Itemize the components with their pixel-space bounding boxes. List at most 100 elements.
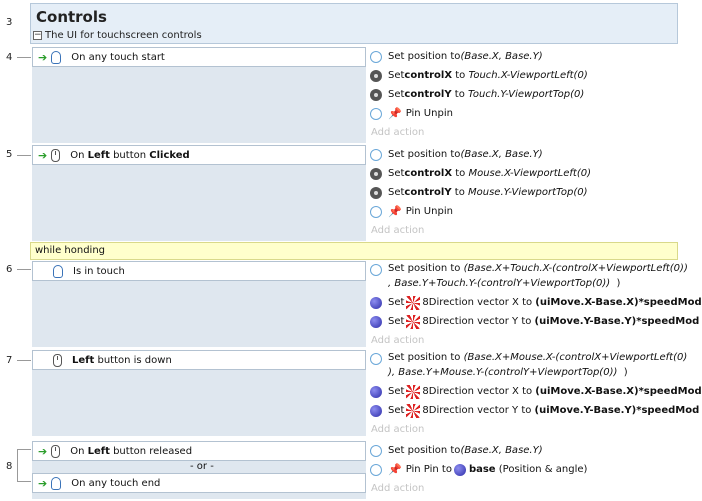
line-number: 7 (6, 355, 13, 366)
add-action-link[interactable]: Add action (371, 335, 425, 346)
action-row[interactable]: 📌 Pin Unpin (367, 202, 678, 221)
action-expr: Mouse.X-ViewportLeft(0) (468, 168, 592, 179)
action-expr: Touch.X-ViewportLeft(0) (468, 70, 588, 81)
sphere-icon (370, 296, 382, 309)
condition-row[interactable]: ➔ On any touch end (32, 473, 366, 493)
action-row[interactable]: Set 8Direction vector Y to (uiMove.Y-Bas… (367, 312, 699, 331)
actions-block[interactable]: Set position to (Base.X, Base.Y) Set con… (367, 47, 678, 143)
gear-icon (370, 167, 382, 180)
sphere-icon (453, 463, 466, 476)
action-text: Set (388, 386, 405, 397)
action-expr: (Base.X+Touch.X-(controlX+ViewportLeft(0… (463, 263, 688, 274)
action-row[interactable]: Set 8Direction vector Y to (uiMove.Y-Bas… (367, 401, 699, 420)
action-text: Set (388, 316, 405, 327)
actions-block[interactable]: Set position to (Base.X+Touch.X-(control… (367, 261, 702, 347)
line-number: 5 (6, 149, 13, 160)
action-row[interactable]: Set position to (Base.X, Base.Y) (367, 47, 678, 66)
trigger-arrow-icon: ➔ (38, 476, 48, 490)
action-row[interactable]: Set controlX to Touch.X-ViewportLeft(0) (367, 66, 678, 85)
line-number: 3 (6, 17, 13, 28)
gear-icon (370, 88, 382, 101)
action-expr: Touch.Y-ViewportTop(0) (468, 89, 585, 100)
action-text: to (451, 89, 468, 100)
sphere-icon (370, 404, 382, 417)
actions-block[interactable]: Set position to (Base.X+Mouse.X-(control… (367, 350, 702, 436)
action-expr: (Base.X, Base.Y) (460, 445, 543, 456)
add-action-link[interactable]: Add action (371, 127, 425, 138)
mouse-icon (51, 148, 61, 162)
sphere-icon (370, 315, 382, 328)
tree-line (17, 155, 31, 156)
actions-block[interactable]: Set position to (Base.X, Base.Y) 📌 Pin P… (367, 441, 678, 499)
8direction-icon (406, 384, 421, 399)
action-text: Set (388, 168, 405, 179)
action-text: Set position to (388, 445, 461, 456)
pin-icon: 📌 (388, 463, 402, 476)
action-row[interactable]: Set position to (Base.X, Base.Y) (367, 145, 678, 164)
condition-row[interactable]: ➔ On Left button Clicked (32, 145, 366, 165)
action-text: Set position to (388, 51, 461, 62)
mouse-icon (53, 353, 62, 367)
condition-text: Is in touch (73, 265, 125, 277)
action-text: to (451, 187, 468, 198)
action-text: Set (388, 297, 405, 308)
action-text: ) (617, 367, 628, 378)
action-expr: ), Base.Y+Mouse.Y-(controlY+ViewportTop(… (388, 367, 618, 378)
variable-name: controlX (404, 168, 453, 179)
8direction-icon (406, 314, 421, 329)
actions-block[interactable]: Set position to (Base.X, Base.Y) Set con… (367, 145, 678, 241)
comment-bar[interactable]: while honding (30, 242, 678, 260)
condition-row[interactable]: Is in touch (32, 261, 366, 281)
action-expr: Mouse.Y-ViewportTop(0) (468, 187, 588, 198)
action-row[interactable]: Set position to (Base.X+Mouse.X-(control… (367, 350, 687, 382)
gear-icon (370, 69, 382, 82)
gear-icon (370, 186, 382, 199)
action-expr: (uiMove.X-Base.X)*speedMod (535, 386, 702, 397)
action-row[interactable]: 📌 Pin Pin to base (Position & angle) (367, 460, 678, 479)
condition-row[interactable]: ➔ On any touch start (32, 47, 366, 67)
action-row[interactable]: Set position to (Base.X, Base.Y) (367, 441, 678, 460)
add-action-link[interactable]: Add action (371, 424, 425, 435)
system-circle-icon (370, 353, 382, 365)
action-expr: (Base.X, Base.Y) (460, 149, 543, 160)
add-action-link[interactable]: Add action (371, 483, 425, 494)
group-description: The UI for touchscreen controls (45, 30, 202, 41)
tree-line (17, 57, 31, 58)
trigger-arrow-icon: ➔ (38, 444, 48, 458)
group-header[interactable]: Controls − The UI for touchscreen contro… (30, 3, 678, 44)
action-row[interactable]: Set controlY to Touch.Y-ViewportTop(0) (367, 85, 678, 104)
action-text: Pin Unpin (405, 108, 453, 119)
action-text: 8Direction vector X to (422, 297, 536, 308)
action-row[interactable]: Set position to (Base.X+Touch.X-(control… (367, 261, 688, 293)
mouse-icon (51, 444, 61, 458)
variable-name: controlX (404, 70, 453, 81)
touch-icon (51, 476, 62, 490)
action-text: ) (610, 278, 621, 289)
condition-text: On Left button released (70, 445, 193, 457)
action-text: 8Direction vector Y to (422, 405, 535, 416)
action-text: (Position & angle) (495, 464, 588, 475)
condition-row[interactable]: Left button is down (32, 350, 366, 370)
action-row[interactable]: Set 8Direction vector X to (uiMove.X-Bas… (367, 382, 702, 401)
action-text: 8Direction vector Y to (422, 316, 535, 327)
action-text: Set (388, 70, 405, 81)
action-row[interactable]: Set 8Direction vector X to (uiMove.X-Bas… (367, 293, 702, 312)
action-expr: (uiMove.X-Base.X)*speedMod (535, 297, 702, 308)
system-circle-icon (370, 148, 382, 161)
line-number: 8 (6, 461, 13, 472)
object-name: base (468, 464, 496, 475)
add-action-link[interactable]: Add action (371, 225, 425, 236)
action-text: 8Direction vector X to (422, 386, 536, 397)
collapse-icon[interactable]: − (33, 30, 42, 40)
action-row[interactable]: Set controlY to Mouse.Y-ViewportTop(0) (367, 183, 678, 202)
action-expr: (uiMove.Y-Base.Y)*speedMod (534, 316, 700, 327)
touch-icon (53, 264, 63, 278)
action-expr: (uiMove.Y-Base.Y)*speedMod (534, 405, 700, 416)
condition-row[interactable]: ➔ On Left button released (32, 441, 366, 461)
action-expr: , Base.Y+Touch.Y-(controlY+ViewportTop(0… (388, 278, 611, 289)
action-row[interactable]: 📌 Pin Unpin (367, 104, 678, 123)
variable-name: controlY (404, 89, 452, 100)
action-row[interactable]: Set controlX to Mouse.X-ViewportLeft(0) (367, 164, 678, 183)
action-text: Pin Pin to (405, 464, 452, 475)
trigger-arrow-icon: ➔ (38, 148, 48, 162)
